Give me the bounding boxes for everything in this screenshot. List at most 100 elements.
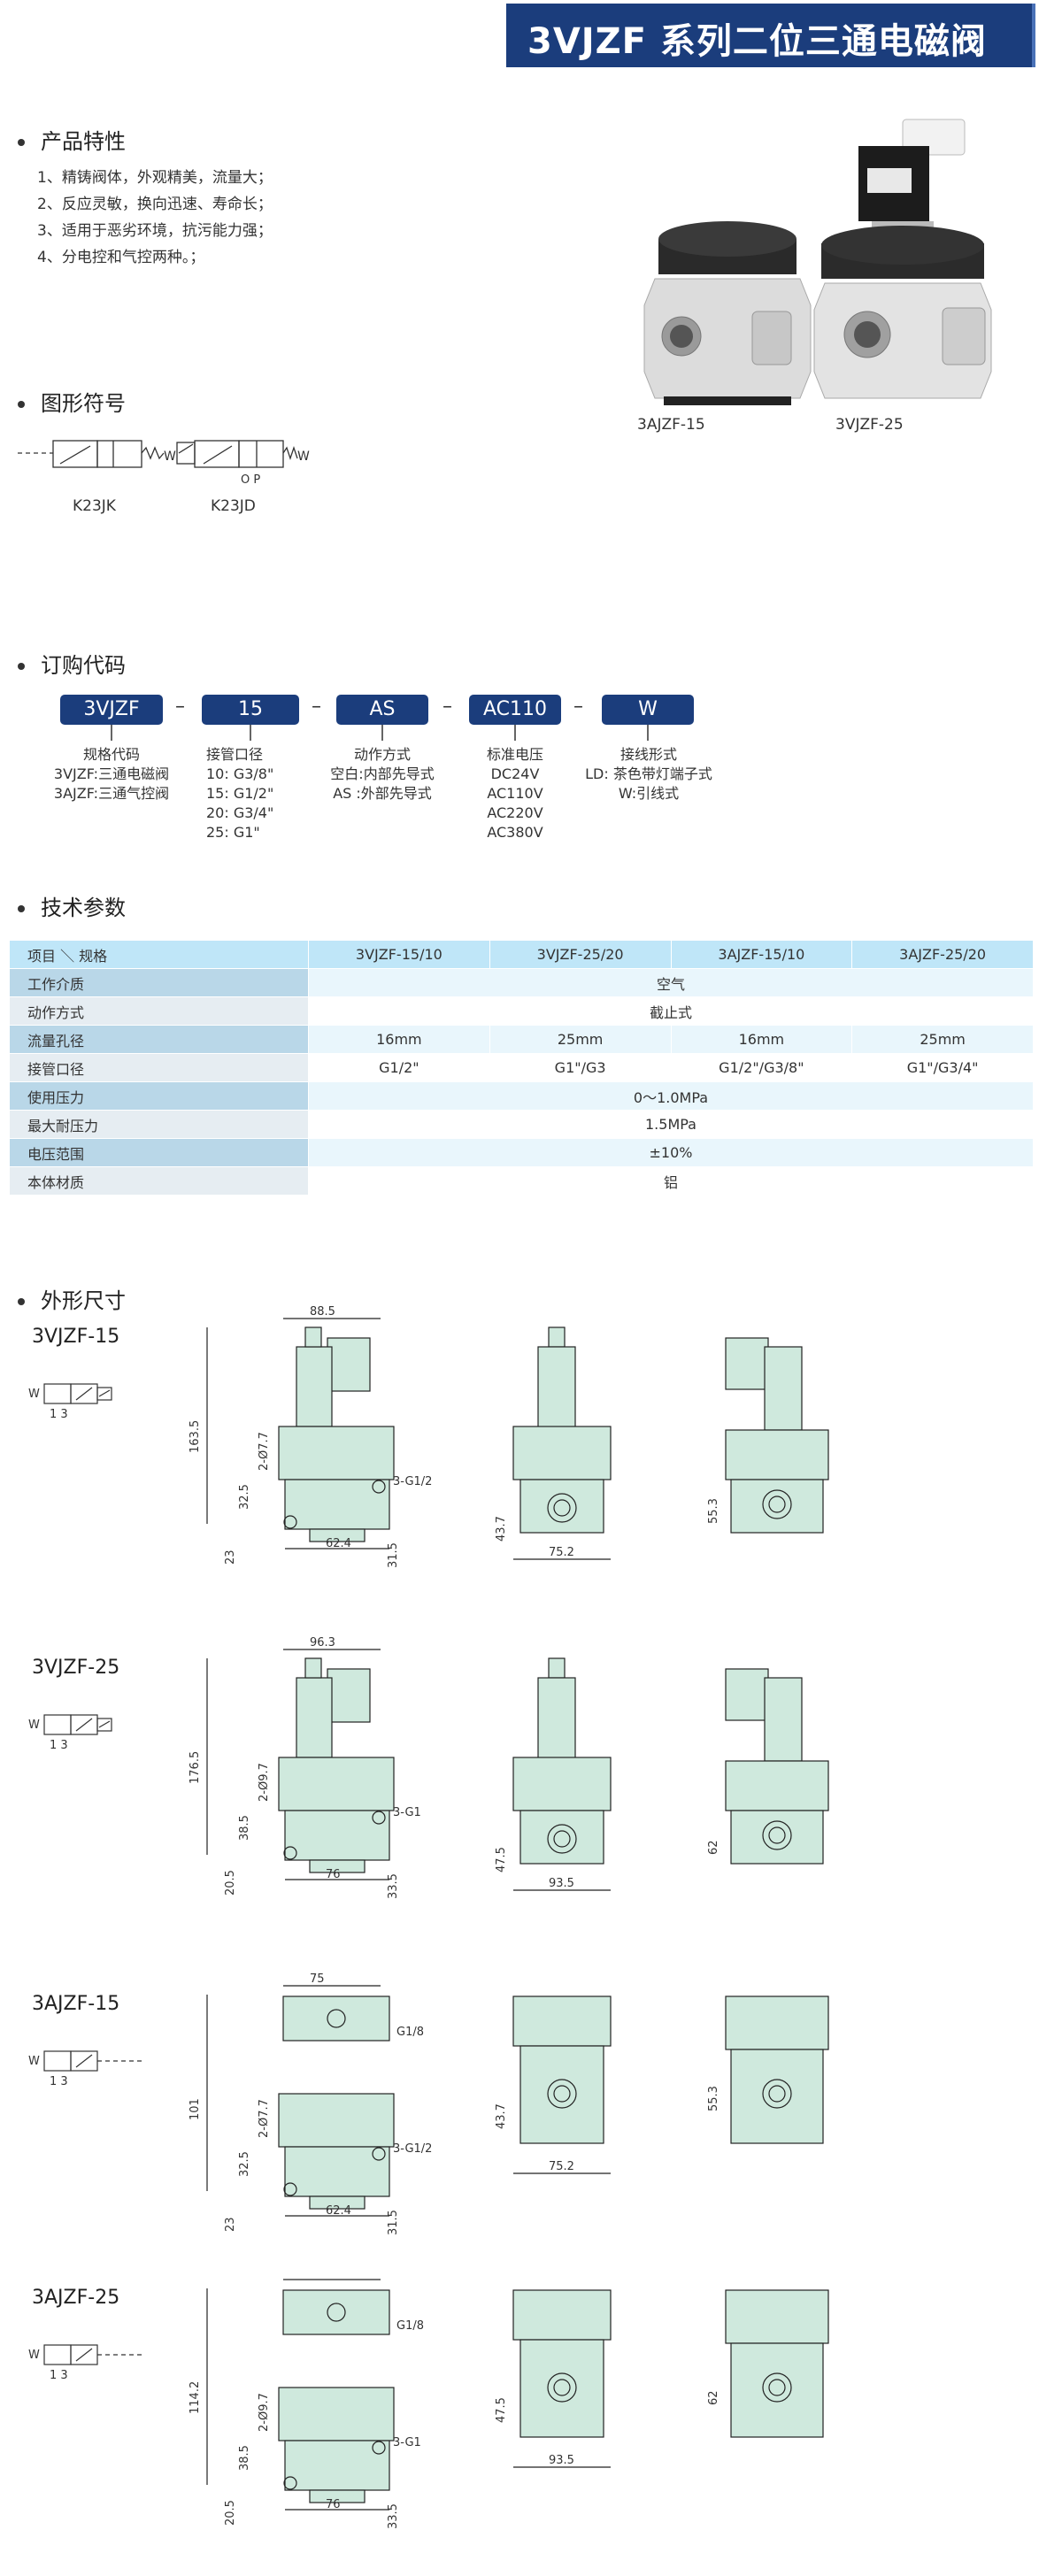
side-view-drawing: 47.593.5 bbox=[495, 1657, 612, 1891]
feature-item: 3、适用于恶劣环境，抗污能力强； bbox=[37, 222, 273, 240]
product-label: 3AJZF-15 bbox=[637, 416, 705, 434]
side-view-drawing: 43.775.2 bbox=[495, 1995, 612, 2174]
table-row: 最大耐压力 1.5MPa bbox=[9, 1110, 1034, 1139]
model-symbol: W1 3 bbox=[28, 1383, 112, 1421]
dim-bottom: 76 bbox=[326, 2498, 341, 2511]
symbol-sub: O P bbox=[241, 473, 260, 487]
dim-back-height: 55.3 bbox=[707, 2086, 720, 2111]
symbol-port: W bbox=[297, 450, 310, 464]
row-label: 电压范围 bbox=[9, 1138, 309, 1167]
symbol-ports-number: 1 3 bbox=[50, 2369, 68, 2382]
feature-item: 1、精铸阀体，外观精美，流量大； bbox=[37, 169, 273, 187]
back-view-drawing: 55.3 bbox=[707, 1337, 829, 1534]
dim-width: 75 bbox=[310, 1972, 325, 1986]
back-view-drawing: 62 bbox=[707, 2289, 829, 2438]
features-heading: 产品特性 bbox=[18, 124, 126, 155]
dim-side-height: 43.7 bbox=[495, 1516, 508, 1542]
dim-d1: 38.5 bbox=[238, 2445, 251, 2471]
page-title: 3VJZF 系列二位三通电磁阀 bbox=[527, 21, 987, 62]
dim-side-width: 75.2 bbox=[549, 2160, 574, 2173]
model-symbol: W 1 3 bbox=[28, 1714, 112, 1752]
product-label: 3VJZF-25 bbox=[835, 416, 904, 434]
table-header-cell: 3VJZF-15/10 bbox=[308, 940, 490, 969]
model-label: 3AJZF-25 bbox=[32, 2287, 120, 2309]
symbol-label: K23JD bbox=[211, 497, 256, 515]
dim-pilot-port: G1/8 bbox=[396, 2319, 424, 2333]
dim-bottom: 62.4 bbox=[326, 1537, 351, 1550]
title-bar: 3VJZF 系列二位三通电磁阀 bbox=[506, 4, 1044, 67]
table-cell: 截止式 bbox=[308, 996, 1034, 1026]
model-label: 3VJZF-25 bbox=[32, 1657, 120, 1679]
symbols-heading: 图形符号 bbox=[18, 386, 126, 417]
dim-d1: 32.5 bbox=[238, 1484, 251, 1510]
table-cell: 1.5MPa bbox=[308, 1110, 1034, 1139]
row-label: 使用压力 bbox=[9, 1081, 309, 1111]
symbol-k23jk bbox=[18, 440, 165, 468]
title-accent-gap bbox=[1035, 4, 1044, 67]
symbol-port: W bbox=[28, 2349, 40, 2362]
dim-width: 96.3 bbox=[310, 1636, 335, 1649]
dim-port: 3-G1 bbox=[393, 1806, 421, 1819]
symbol-ports-number: 1 3 bbox=[50, 1739, 68, 1752]
code-dash: – bbox=[175, 696, 185, 718]
symbol-label: K23JK bbox=[73, 497, 116, 515]
bullet-icon bbox=[18, 663, 25, 670]
dim-d2: 20.5 bbox=[224, 1870, 237, 1895]
bullet-icon bbox=[18, 1298, 25, 1305]
table-row: 电压范围 ±10% bbox=[9, 1138, 1034, 1167]
product-photos bbox=[643, 119, 992, 405]
table-cell: 0～1.0MPa bbox=[308, 1081, 1034, 1111]
dim-port: 3-G1/2 bbox=[393, 2142, 432, 2156]
table-header-cell: 3AJZF-15/10 bbox=[670, 940, 853, 969]
table-cell: G1/2"/G3/8" bbox=[670, 1053, 853, 1082]
table-cell: 空气 bbox=[308, 968, 1034, 997]
code-dash: – bbox=[442, 696, 452, 718]
dim-height: 101 bbox=[189, 2098, 202, 2120]
code-desc: 规格代码 3VJZF:三通电磁阀 3AJZF:三通气控阀 bbox=[53, 746, 170, 802]
code-connectors bbox=[111, 725, 649, 741]
code-desc: 标准电压 DC24V AC110V AC220V AC380V bbox=[486, 746, 543, 841]
table-row: 本体材质 铝 bbox=[9, 1166, 1034, 1196]
dim-width: 88.5 bbox=[310, 1305, 335, 1319]
table-row: 使用压力 0～1.0MPa bbox=[9, 1081, 1034, 1111]
symbol-k23jd bbox=[176, 440, 298, 468]
dim-d2: 20.5 bbox=[224, 2500, 237, 2526]
table-cell: 16mm bbox=[308, 1025, 490, 1054]
table-cell: G1"/G3 bbox=[489, 1053, 672, 1082]
back-view-drawing: 62 bbox=[707, 1668, 829, 1865]
dims-heading: 外形尺寸 bbox=[18, 1283, 126, 1314]
table-cell: G1/2" bbox=[308, 1053, 490, 1082]
symbol-port: W bbox=[164, 450, 176, 464]
code-box: W bbox=[602, 695, 694, 725]
model-label: 3AJZF-15 bbox=[32, 1993, 120, 2015]
dim-d1: 38.5 bbox=[238, 1815, 251, 1841]
table-header-cell: 3VJZF-25/20 bbox=[489, 940, 672, 969]
product-image-3vjzf-25 bbox=[813, 119, 992, 399]
code-box: AC110 bbox=[469, 695, 561, 725]
dim-side-width: 75.2 bbox=[549, 1546, 574, 1559]
dim-dia: 2-Ø9.7 bbox=[258, 1763, 271, 1802]
dim-d1: 32.5 bbox=[238, 2151, 251, 2177]
symbol-port: W bbox=[28, 1719, 40, 1732]
order-heading: 订购代码 bbox=[18, 648, 126, 679]
dim-back-height: 62 bbox=[707, 2390, 720, 2405]
row-label: 动作方式 bbox=[9, 996, 309, 1026]
table-row: 工作介质 空气 bbox=[9, 968, 1034, 997]
table-cell: ±10% bbox=[308, 1138, 1034, 1167]
row-label: 接管口径 bbox=[9, 1053, 309, 1082]
symbol-ports-number: 1 3 bbox=[50, 2075, 68, 2088]
table-header-cell: 项目 ＼ 规格 bbox=[9, 940, 309, 969]
code-desc: 接线形式 LD: 茶色带灯端子式 W:引线式 bbox=[585, 746, 712, 802]
dim-back-height: 55.3 bbox=[707, 1498, 720, 1524]
bullet-icon bbox=[18, 401, 25, 408]
dim-side-width: 93.5 bbox=[549, 1877, 574, 1890]
side-view-drawing: 43.7 75.2 bbox=[495, 1326, 612, 1560]
code-dash: – bbox=[312, 696, 321, 718]
code-desc: 接管口径 10: G3/8" 15: G1/2" 20: G3/4" 25: G… bbox=[206, 746, 274, 841]
table-row: 动作方式 截止式 bbox=[9, 996, 1034, 1026]
table-cell: 16mm bbox=[670, 1025, 853, 1054]
